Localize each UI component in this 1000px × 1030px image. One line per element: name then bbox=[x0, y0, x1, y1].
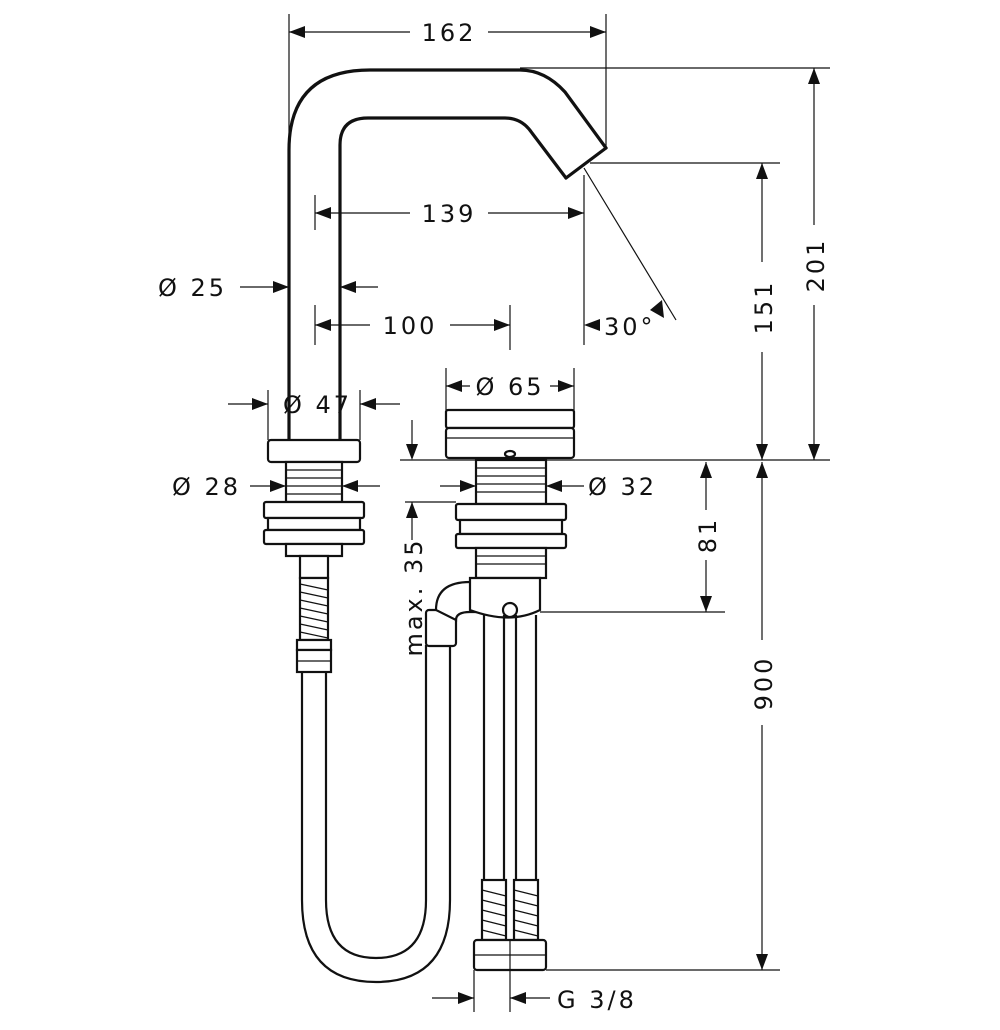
label-angle-30: 30° bbox=[604, 313, 656, 341]
label-201: 201 bbox=[802, 238, 830, 293]
label-d65: Ø 65 bbox=[475, 373, 544, 401]
dim-d32 bbox=[440, 480, 584, 492]
label-d28: Ø 28 bbox=[172, 473, 241, 501]
dim-900 bbox=[546, 462, 780, 971]
supply-pipes bbox=[472, 615, 548, 972]
dim-81 bbox=[540, 462, 725, 613]
dim-162 bbox=[288, 14, 607, 150]
dim-d25 bbox=[240, 281, 378, 293]
dim-139 bbox=[314, 175, 585, 345]
label-d32: Ø 32 bbox=[588, 473, 657, 501]
dim-100 bbox=[314, 305, 511, 350]
label-81: 81 bbox=[694, 517, 722, 554]
dim-151 bbox=[400, 162, 780, 461]
label-139: 139 bbox=[422, 200, 477, 228]
label-900: 900 bbox=[750, 656, 778, 711]
label-100: 100 bbox=[383, 312, 438, 340]
label-151: 151 bbox=[750, 280, 778, 335]
dim-max35 bbox=[405, 420, 456, 540]
label-g38: G 3/8 bbox=[557, 986, 637, 1014]
dim-g38 bbox=[432, 970, 550, 1012]
label-d47: Ø 47 bbox=[283, 391, 352, 419]
dim-d28 bbox=[250, 480, 380, 492]
label-max35: max. 35 bbox=[400, 537, 428, 656]
dim-d65 bbox=[445, 368, 575, 410]
spout-base-assembly bbox=[262, 438, 366, 674]
label-d25: Ø 25 bbox=[158, 274, 227, 302]
dim-d47 bbox=[228, 390, 400, 440]
dim-201 bbox=[520, 67, 830, 461]
label-162: 162 bbox=[422, 19, 477, 47]
dim-angle-30 bbox=[583, 167, 677, 331]
